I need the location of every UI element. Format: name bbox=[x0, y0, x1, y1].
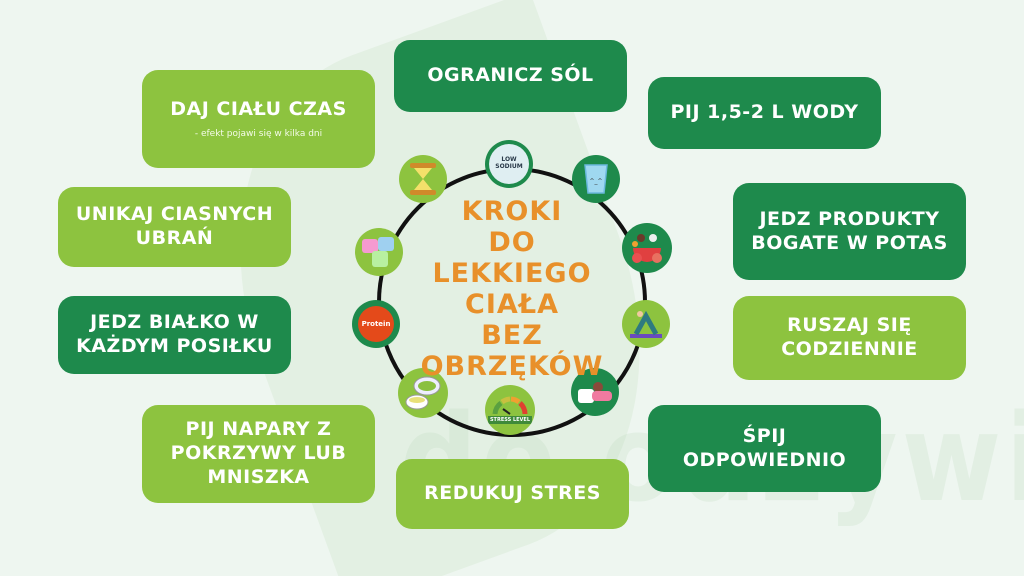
card-label: ŚPIJ ODPOWIEDNIO bbox=[682, 424, 847, 471]
card-label: OGRANICZ SÓL bbox=[427, 64, 594, 87]
vegetables-icon bbox=[622, 223, 672, 273]
card-ogranicz-sol: OGRANICZ SÓL bbox=[394, 40, 627, 112]
title-line: CIAŁA bbox=[465, 289, 559, 321]
card-label: JEDZ PRODUKTY BOGATE W POTAS bbox=[751, 207, 948, 254]
card-jedz-produkty-potas: JEDZ PRODUKTY BOGATE W POTAS bbox=[733, 183, 966, 280]
svg-text:^_^: ^_^ bbox=[589, 178, 602, 185]
title-line: KROKI bbox=[461, 196, 563, 227]
card-label: PIJ NAPARY Z POKRZYWY LUB MNISZKA bbox=[170, 418, 347, 488]
card-pij-wode: PIJ 1,5-2 L WODY bbox=[648, 77, 881, 149]
clothes-icon bbox=[355, 228, 403, 276]
card-unikaj-ciasnych-ubran: UNIKAJ CIASNYCH UBRAŃ bbox=[58, 187, 291, 267]
card-label: UNIKAJ CIASNYCH UBRAŃ bbox=[75, 203, 274, 249]
card-label: DAJ CIAŁU CZAS bbox=[170, 97, 347, 120]
herbal-tea-icon bbox=[398, 368, 448, 418]
card-label: PIJ 1,5-2 L WODY bbox=[670, 101, 859, 124]
water-glass-icon: ^_^ bbox=[572, 155, 620, 203]
sleep-icon bbox=[571, 368, 619, 416]
card-ruszaj-sie: RUSZAJ SIĘ CODZIENNIE bbox=[733, 296, 966, 380]
card-daj-cialu-czas: DAJ CIAŁU CZAS - efekt pojawi się w kilk… bbox=[142, 70, 375, 168]
title-line: BEZ bbox=[481, 320, 543, 352]
card-label: RUSZAJ SIĘ CODZIENNIE bbox=[781, 314, 918, 360]
card-redukuj-stres: REDUKUJ STRES bbox=[396, 459, 629, 529]
protein-icon: Protein bbox=[352, 300, 400, 348]
infographic-title: KROKI DO LEKKIEGO CIAŁA BEZ OBRZĘKÓW bbox=[412, 196, 612, 382]
card-label: REDUKUJ STRES bbox=[424, 482, 601, 505]
title-line: DO LEKKIEGO bbox=[432, 227, 592, 290]
card-jedz-bialko: JEDZ BIAŁKO W KAŻDYM POSIŁKU bbox=[58, 296, 291, 374]
card-pij-napary: PIJ NAPARY Z POKRZYWY LUB MNISZKA bbox=[142, 405, 375, 503]
yoga-icon bbox=[622, 300, 670, 348]
card-label: JEDZ BIAŁKO W KAŻDYM POSIŁKU bbox=[76, 311, 273, 357]
hourglass-icon bbox=[399, 155, 447, 203]
card-spij-odpowiednio: ŚPIJ ODPOWIEDNIO bbox=[648, 405, 881, 492]
stress-level-icon: STRESS LEVEL bbox=[485, 385, 535, 435]
card-sublabel: - efekt pojawi się w kilka dni bbox=[194, 129, 323, 140]
title-line: OBRZĘKÓW bbox=[420, 351, 604, 383]
